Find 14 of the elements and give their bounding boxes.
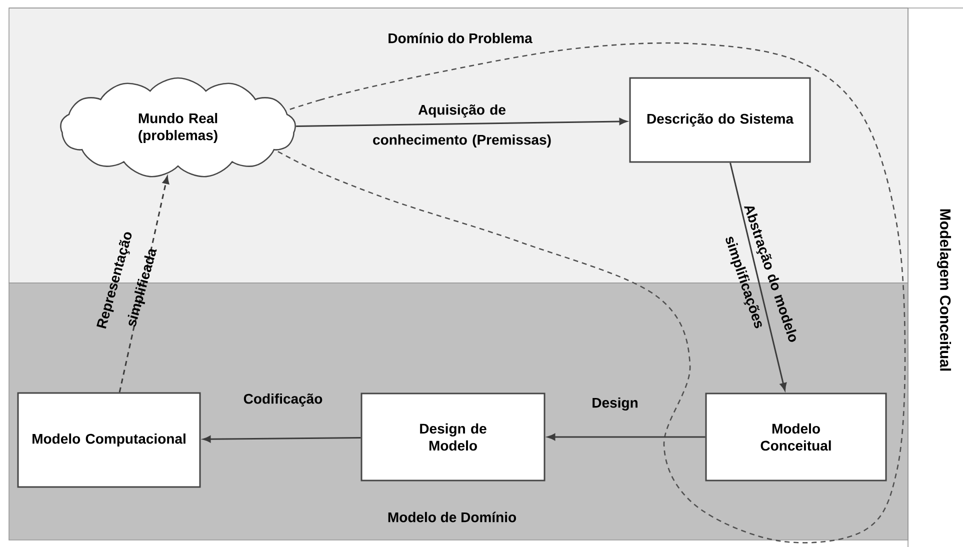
arrow	[202, 436, 361, 443]
arrow	[547, 434, 706, 440]
process-box: Design de Modelo	[360, 392, 546, 482]
arrow	[730, 162, 787, 391]
process-box: Modelo Computacional	[17, 392, 201, 488]
cloud: Mundo Real (problemas)	[60, 77, 296, 178]
edge-label: Aquisição de conhecimento (Premissas)	[373, 104, 551, 148]
process-box: Modelo Conceitual	[705, 392, 887, 482]
edge-label: Codificação	[244, 393, 322, 407]
arrow	[118, 176, 170, 392]
edge-label: Design	[592, 397, 638, 411]
process-box: Descrição do Sistema	[629, 77, 811, 163]
arrow	[296, 118, 628, 127]
side-label: Modelagem Conceitual	[936, 209, 952, 371]
